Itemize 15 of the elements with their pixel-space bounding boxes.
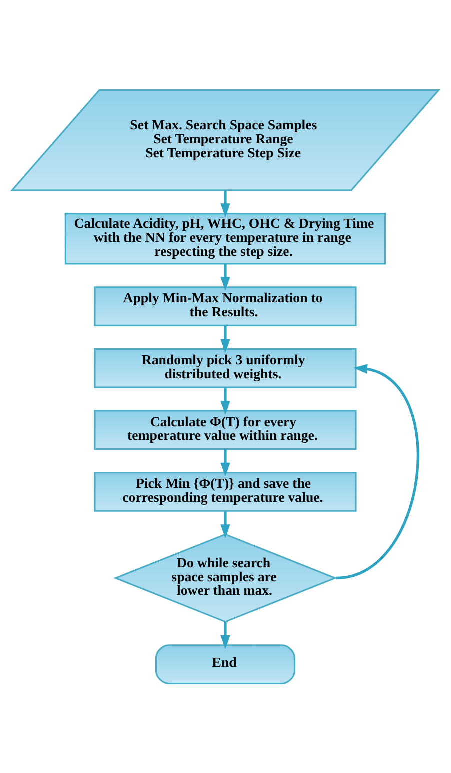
node-box: Calculate Acidity, pH, WHC, OHC & Drying Time with the NN for every temperature in range respecting the step size. <box>64 212 386 264</box>
node-diamond: Do while search space samples are lower than max. <box>114 533 338 622</box>
node-box: Randomly pick 3 uniformly distributed weights. <box>94 348 357 388</box>
arrow <box>220 448 230 476</box>
node-box: End <box>155 644 296 684</box>
node-box: Apply Min-Max Normalization to the Results. <box>94 286 357 326</box>
node-box: Calculate Φ(T) for every temperature value within range. <box>94 410 357 450</box>
arrow <box>220 264 230 291</box>
arrow <box>220 510 230 538</box>
arrow <box>220 387 230 414</box>
arrow <box>336 364 420 580</box>
arrow <box>220 325 230 353</box>
arrow <box>220 622 230 649</box>
arrow <box>220 190 230 218</box>
node-box: Pick Min {Φ(T)} and save the corresponding temperature value. <box>94 471 357 512</box>
